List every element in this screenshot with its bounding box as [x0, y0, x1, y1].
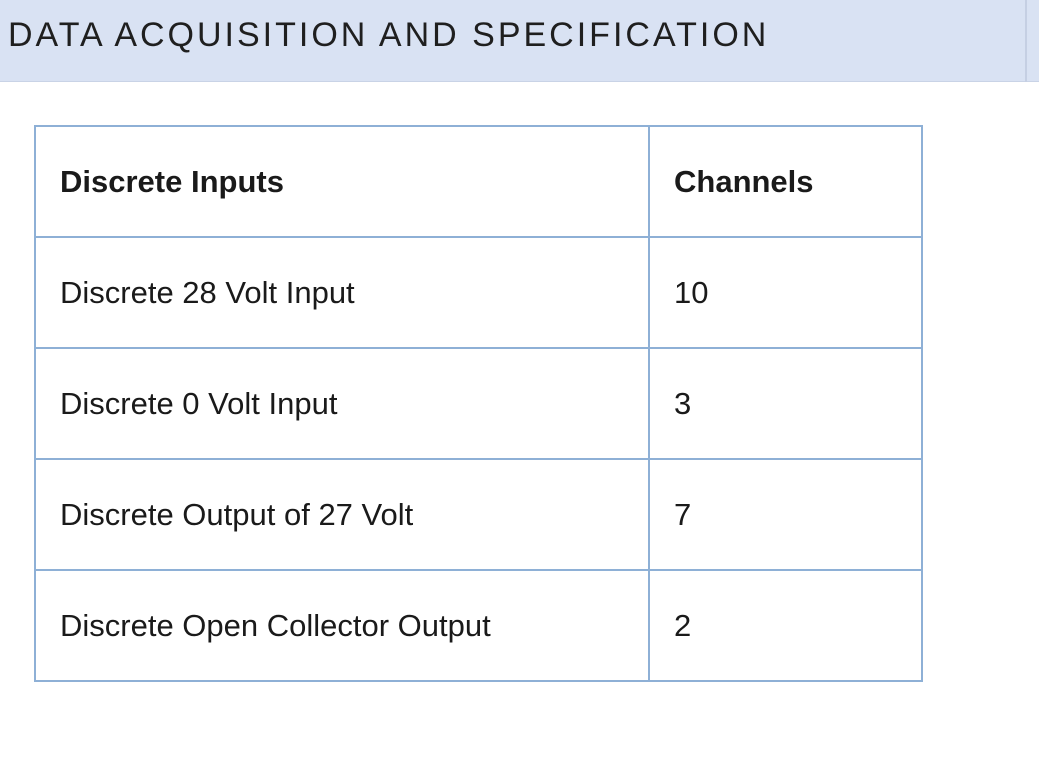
- table-row: Discrete 28 Volt Input 10: [34, 236, 923, 349]
- column-header-channels: Channels: [648, 125, 923, 238]
- table-row: Discrete Output of 27 Volt 7: [34, 458, 923, 571]
- table-header-row: Discrete Inputs Channels: [34, 125, 923, 238]
- table-cell-channels: 2: [648, 569, 923, 682]
- column-header-discrete-inputs: Discrete Inputs: [34, 125, 650, 238]
- specification-table: Discrete Inputs Channels Discrete 28 Vol…: [34, 125, 923, 682]
- table-cell-input: Discrete 28 Volt Input: [34, 236, 650, 349]
- table-cell-input: Discrete 0 Volt Input: [34, 347, 650, 460]
- table-row: Discrete 0 Volt Input 3: [34, 347, 923, 460]
- header-divider: [1025, 0, 1027, 82]
- table-cell-input: Discrete Open Collector Output: [34, 569, 650, 682]
- table-cell-channels: 10: [648, 236, 923, 349]
- table-cell-input: Discrete Output of 27 Volt: [34, 458, 650, 571]
- page-title: DATA ACQUISITION AND SPECIFICATION: [8, 16, 770, 54]
- table-row: Discrete Open Collector Output 2: [34, 569, 923, 682]
- table-cell-channels: 7: [648, 458, 923, 571]
- section-header-band: DATA ACQUISITION AND SPECIFICATION: [0, 0, 1039, 82]
- table-cell-channels: 3: [648, 347, 923, 460]
